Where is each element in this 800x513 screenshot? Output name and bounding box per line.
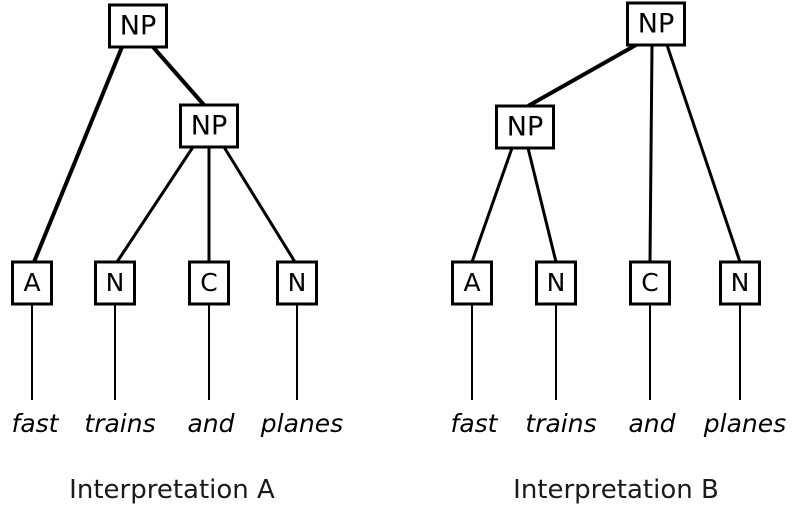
node-a-pos-a[interactable]: A	[11, 260, 53, 306]
caption-interpretation-b: Interpretation B	[513, 475, 719, 505]
node-b-pos-c[interactable]: C	[629, 260, 671, 306]
node-box-b-pos-n2[interactable]	[719, 260, 761, 306]
node-label-a-pos-n2: N	[288, 268, 307, 297]
node-a-inner-np[interactable]: NP	[179, 103, 239, 149]
edge-b-edge-root-to-c	[648, 44, 654, 263]
node-label-a-pos-a: A	[23, 268, 40, 297]
node-a-root-np[interactable]: NP	[108, 3, 168, 49]
word-b-word-trains: trains	[525, 409, 596, 438]
node-box-b-root-np[interactable]	[626, 1, 686, 47]
node-b-root-np[interactable]: NP	[626, 1, 686, 47]
node-label-b-inner-np: NP	[507, 112, 543, 143]
edge-b-edge-root-to-n2	[665, 44, 742, 263]
word-a-word-fast: fast	[12, 409, 60, 438]
word-b-word-fast: fast	[451, 409, 499, 438]
node-box-b-pos-n1[interactable]	[535, 260, 577, 306]
node-label-a-inner-np: NP	[191, 111, 227, 142]
node-a-pos-n1[interactable]: N	[94, 260, 136, 306]
stem-group	[31, 304, 298, 400]
node-box-a-pos-n2[interactable]	[276, 260, 318, 306]
node-label-b-pos-a: A	[463, 268, 480, 297]
edge-a-edge-np-to-n2	[222, 146, 297, 263]
node-label-b-pos-n1: N	[547, 268, 566, 297]
edge-b-edge-np-to-n1	[526, 147, 558, 263]
node-box-b-pos-c[interactable]	[629, 260, 671, 306]
edge-b-edge-np-to-a	[470, 147, 514, 263]
word-a-word-and: and	[187, 409, 234, 438]
node-label-b-pos-c: C	[641, 268, 658, 297]
edge-a-edge-root-to-a	[32, 46, 124, 263]
node-a-pos-n2[interactable]: N	[276, 260, 318, 306]
node-box-a-pos-n1[interactable]	[94, 260, 136, 306]
caption-interpretation-a: Interpretation A	[69, 475, 275, 505]
edge-b-edge-root-to-np	[527, 43, 637, 108]
node-box-a-pos-a[interactable]	[11, 260, 53, 306]
node-label-b-root-np: NP	[638, 9, 674, 40]
node-a-pos-c[interactable]: C	[188, 260, 230, 306]
node-box-a-inner-np[interactable]	[179, 103, 239, 149]
word-a-word-planes: planes	[260, 409, 343, 438]
word-b-word-planes: planes	[703, 409, 786, 438]
word-a-word-trains: trains	[84, 409, 155, 438]
node-box-b-inner-np[interactable]	[495, 104, 555, 150]
node-b-inner-np[interactable]: NP	[495, 104, 555, 150]
node-box-a-root-np[interactable]	[108, 3, 168, 49]
edge-group	[32, 45, 297, 263]
stem-group	[471, 304, 741, 400]
node-label-a-pos-c: C	[200, 268, 217, 297]
edge-group	[470, 43, 742, 263]
node-b-pos-a[interactable]: A	[451, 260, 493, 306]
node-label-b-pos-n2: N	[731, 268, 750, 297]
edge-a-edge-np-to-n1	[115, 146, 195, 263]
node-box-b-pos-a[interactable]	[451, 260, 493, 306]
word-b-word-and: and	[628, 409, 675, 438]
edge-a-edge-root-to-np	[151, 45, 206, 107]
node-label-a-root-np: NP	[120, 11, 156, 42]
node-b-pos-n2[interactable]: N	[719, 260, 761, 306]
node-box-a-pos-c[interactable]	[188, 260, 230, 306]
node-b-pos-n1[interactable]: N	[535, 260, 577, 306]
node-label-a-pos-n1: N	[106, 268, 125, 297]
